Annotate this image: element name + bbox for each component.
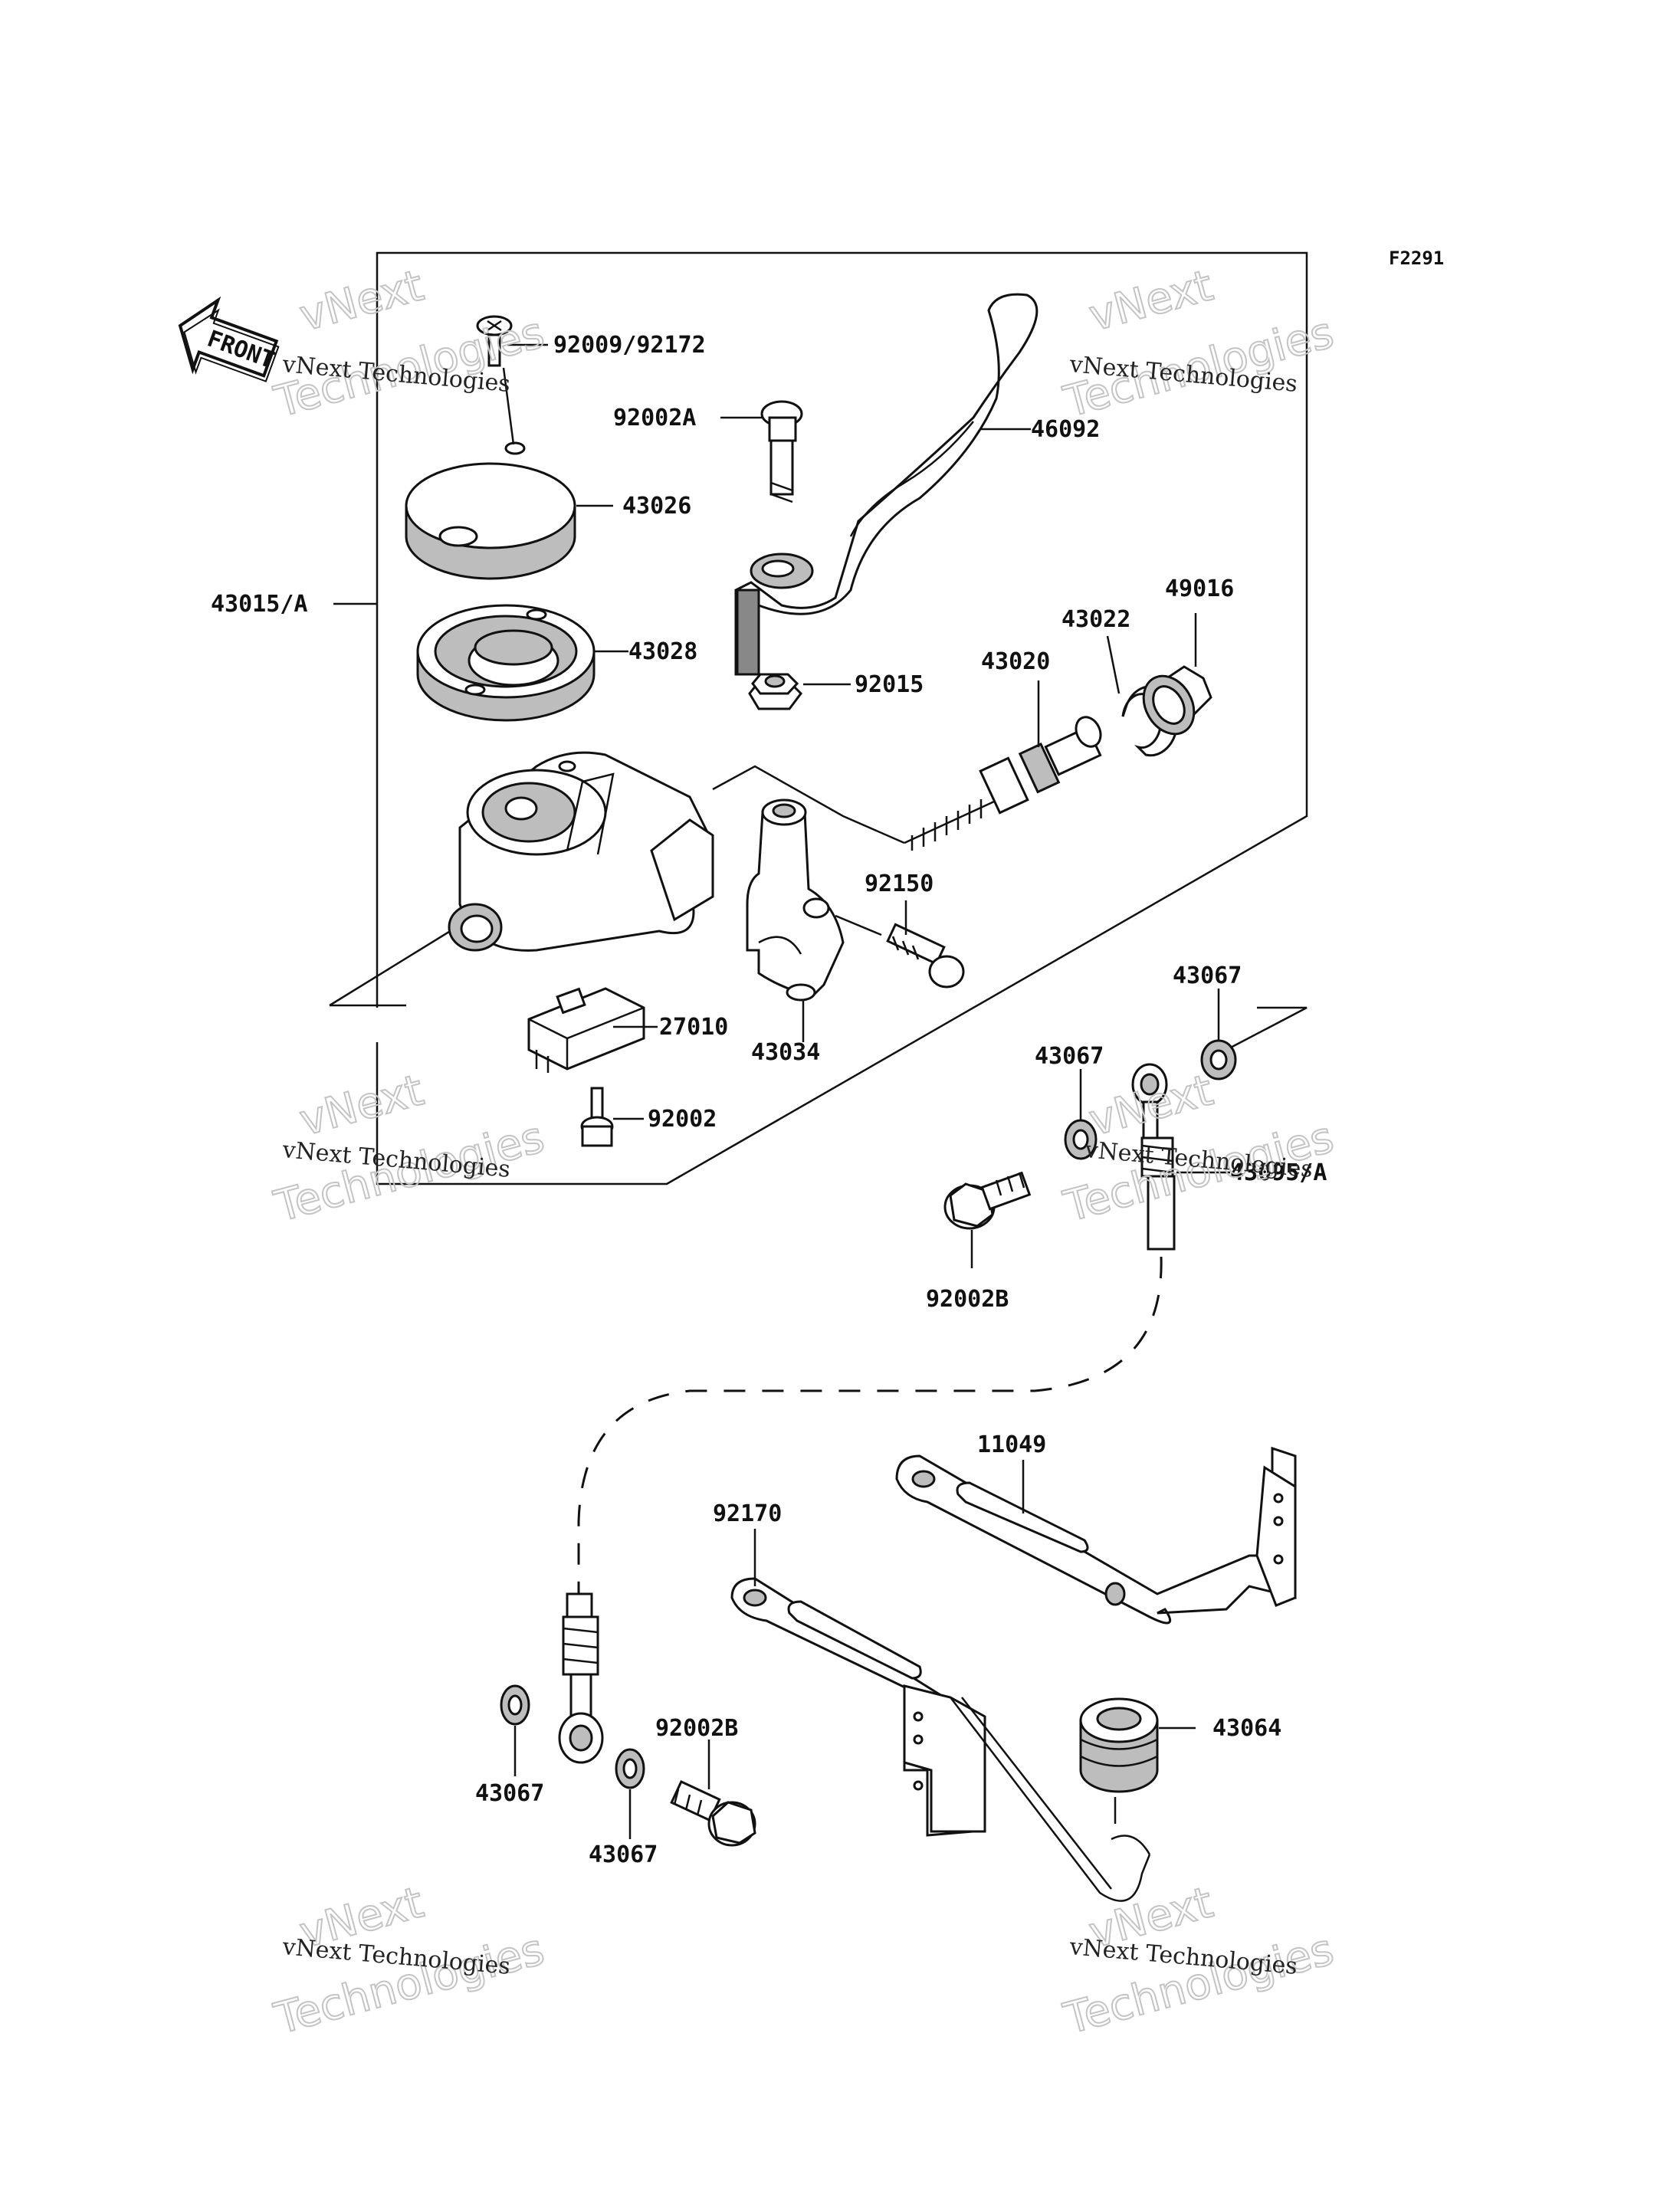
dust-boot (1142, 665, 1212, 736)
front-arrow-icon: FRONT (178, 296, 280, 382)
piston-assembly (904, 716, 1102, 851)
nut-92015 (748, 673, 802, 710)
clamp-bolt (886, 923, 965, 989)
brake-hose-fitting-upper (1131, 1063, 1176, 1251)
master-cylinder-body (448, 751, 714, 952)
brake-switch (527, 987, 645, 1073)
washer-upper-2 (1064, 1119, 1098, 1160)
callout-92015: 92015 (855, 671, 924, 698)
svg-text:vNext: vNext (294, 1065, 428, 1146)
bracket-92170 (730, 1577, 1151, 1902)
callout-92170: 92170 (713, 1500, 782, 1527)
figure-code: F2291 (1389, 248, 1444, 269)
callout-43026: 43026 (622, 493, 691, 520)
callout-43022: 43022 (1061, 606, 1130, 633)
callout-92002: 92002 (648, 1106, 717, 1133)
reservoir-cap (405, 441, 576, 580)
callout-43067-a: 43067 (1173, 962, 1242, 989)
callout-92002b-upper: 92002B (926, 1286, 1009, 1313)
svg-text:vNext: vNext (1084, 261, 1218, 341)
washer-lower-2 (615, 1748, 645, 1789)
screw-92009 (476, 315, 513, 367)
callout-49016: 49016 (1165, 575, 1234, 602)
assembly-frame (376, 251, 1308, 1185)
callout-92002a: 92002A (613, 405, 696, 431)
banjo-bolt-lower (670, 1780, 756, 1847)
brake-lever (734, 293, 1039, 676)
callout-43015a: 43015/A (211, 591, 307, 618)
brake-hose-fitting-lower (558, 1592, 604, 1764)
callout-92009-92172: 92009/92172 (553, 332, 706, 359)
diaphragm (416, 604, 596, 722)
handlebar-clamp (746, 798, 845, 1002)
svg-text:vNext: vNext (294, 261, 428, 341)
callout-46092: 46092 (1031, 416, 1100, 443)
callout-92002b-lower: 92002B (655, 1715, 738, 1742)
callout-43034: 43034 (751, 1039, 820, 1066)
callout-43067-d: 43067 (589, 1841, 658, 1868)
callout-43064: 43064 (1212, 1715, 1281, 1742)
callout-43067-c: 43067 (475, 1780, 544, 1807)
bracket-11049 (895, 1446, 1297, 1625)
washer-lower-1 (500, 1684, 530, 1726)
banjo-bolt-upper (943, 1171, 1032, 1230)
callout-43028: 43028 (628, 638, 697, 665)
callout-11049: 11049 (977, 1431, 1046, 1458)
callout-27010: 27010 (659, 1014, 728, 1041)
grommet (1079, 1697, 1159, 1793)
callout-92150: 92150 (865, 871, 934, 897)
callout-43067-b: 43067 (1035, 1043, 1104, 1070)
callout-43095a: 43095/A (1230, 1159, 1327, 1186)
pivot-bolt (760, 400, 803, 503)
switch-screw (580, 1087, 614, 1147)
callout-43020: 43020 (981, 648, 1050, 675)
